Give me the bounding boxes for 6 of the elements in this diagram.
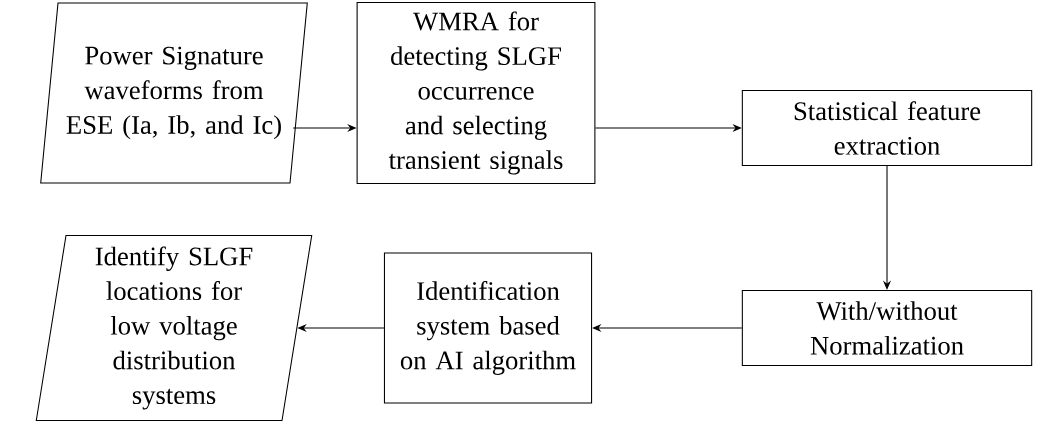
- process-box: Identification system based on AI algorithm: [383, 252, 593, 404]
- data-parallelogram: Identify SLGF locations for low voltage distribution systems: [35, 234, 313, 422]
- data-parallelogram: Power Signature waveforms from ESE (Ia, Ib, and Ic): [40, 2, 308, 184]
- process-box: WMRA for detecting SLGF occurrence and selecting transient signals: [356, 1, 596, 185]
- process-box: With/without Normalization: [741, 290, 1033, 366]
- process-box: Statistical feature extraction: [741, 90, 1033, 166]
